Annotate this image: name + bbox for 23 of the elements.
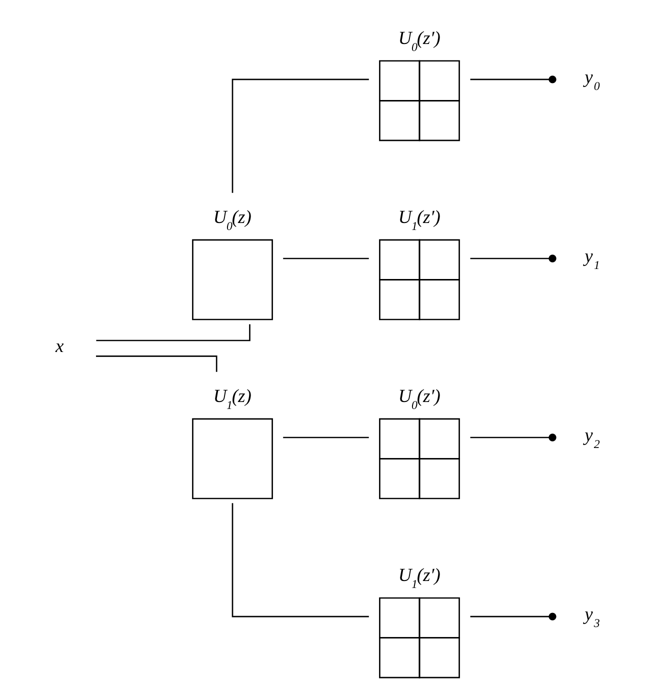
connector	[283, 436, 369, 438]
connector	[470, 612, 556, 620]
node-text: x	[55, 336, 64, 358]
node-text: y$_{2}$	[584, 425, 600, 452]
connector	[232, 503, 369, 618]
node-label: U$_{0}$(z′)	[398, 28, 440, 54]
connector	[232, 78, 369, 193]
node-label: U$_{0}$(z′)	[398, 386, 440, 412]
connector	[470, 76, 556, 84]
node-box	[192, 418, 273, 500]
node-text: y$_{3}$	[584, 604, 600, 630]
connector	[96, 324, 250, 342]
node-box	[192, 239, 273, 320]
node-text: y$_{0}$	[584, 67, 600, 94]
connector	[96, 356, 218, 372]
connector	[470, 434, 556, 442]
connector	[283, 258, 369, 260]
node-label: U$_{1}$(z′)	[398, 565, 440, 591]
node-text: y$_{1}$	[584, 246, 600, 272]
connector	[470, 254, 556, 262]
node-label: U$_{1}$(z)	[213, 386, 252, 412]
node-label: U$_{1}$(z′)	[398, 206, 440, 233]
node-label: U$_{0}$(z)	[213, 206, 252, 233]
